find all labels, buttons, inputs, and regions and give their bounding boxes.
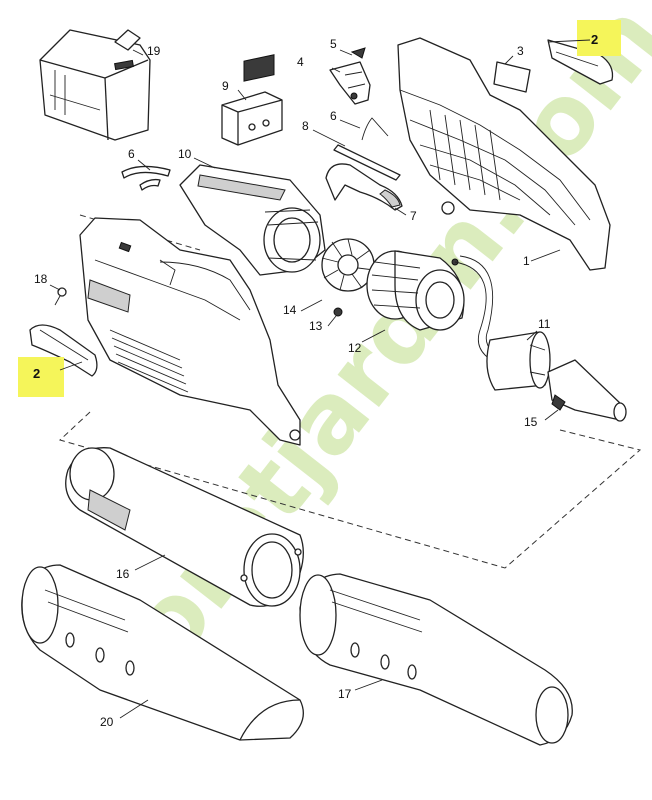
callout-1: 1: [523, 254, 530, 268]
nozzle-20-slots: [65, 632, 135, 676]
part-11-capacitor: [486, 331, 551, 391]
callout-6-upper: 6: [330, 109, 337, 123]
leader-lines: [49, 39, 591, 719]
part-6-spring-lower: [121, 165, 171, 191]
part-16-tube: [65, 447, 304, 607]
nozzle-17-slots: [350, 642, 417, 680]
part-10-duct: [179, 164, 326, 276]
callout-13: 13: [309, 319, 323, 333]
part-17-round-nozzle: [299, 573, 573, 746]
part-15-nozzle: [547, 359, 627, 422]
part-3-label: [493, 61, 531, 93]
callout-15: 15: [524, 415, 538, 429]
callout-2-left: 2: [33, 366, 40, 381]
callout-5: 5: [330, 37, 337, 51]
highlight-box-left: [18, 357, 64, 397]
part-19-cover: [39, 29, 151, 141]
part-18-screw: [54, 287, 67, 306]
part-9-switch: [221, 54, 283, 146]
part-6-spring-upper: [361, 117, 389, 141]
callout-6-lower: 6: [128, 147, 135, 161]
part-8-rod: [333, 144, 401, 181]
callout-8: 8: [302, 119, 309, 133]
part-20-flat-nozzle: [21, 564, 304, 741]
callout-2-top: 2: [591, 32, 598, 47]
left-housing-vents: [109, 329, 189, 393]
callout-18: 18: [34, 272, 48, 286]
callout-3: 3: [517, 44, 524, 58]
part-2-grip-left: [29, 324, 98, 377]
callout-12: 12: [348, 341, 362, 355]
part-5-pin: [350, 47, 366, 59]
callouts: 1 2 2 3 4 5 6 6 7 8 9 10 11 12 13 14 15 …: [33, 32, 598, 729]
callout-4: 4: [297, 55, 304, 69]
part-14-fan: [321, 238, 375, 292]
callout-14: 14: [283, 303, 297, 317]
highlight-box-top: [577, 20, 621, 56]
part-1-housing-right: [397, 37, 611, 271]
callout-11: 11: [538, 317, 551, 331]
part-4-trigger: [329, 61, 371, 105]
part-housing-left: [79, 217, 301, 446]
callout-7: 7: [410, 209, 417, 223]
callout-17: 17: [338, 687, 352, 701]
callout-20: 20: [100, 715, 114, 729]
callout-19: 19: [147, 44, 161, 58]
assembly-outline: [59, 411, 642, 569]
housing-ribs: [429, 109, 501, 201]
part-13-nut: [333, 307, 343, 317]
callout-16: 16: [116, 567, 130, 581]
part-12-motor: [366, 250, 465, 331]
part-7-handle-grip: [325, 163, 403, 211]
callout-9: 9: [222, 79, 229, 93]
callout-10: 10: [178, 147, 192, 161]
